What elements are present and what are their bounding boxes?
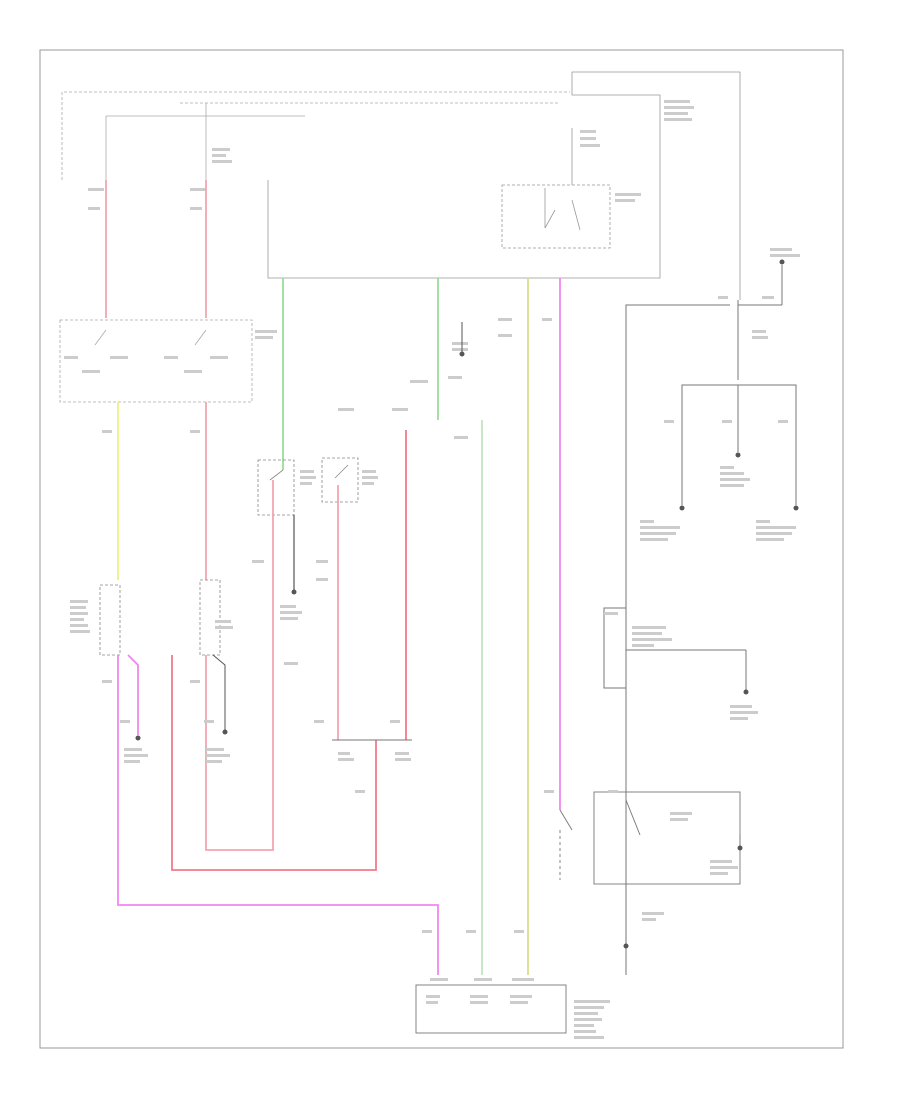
wire-violet-short — [127, 654, 139, 735]
top-module-outline — [61, 91, 570, 180]
diagram-border — [39, 49, 844, 1049]
brake-switch — [321, 457, 359, 503]
wire-red-bottom-loop — [171, 655, 377, 871]
battery-labels — [632, 626, 758, 720]
right-distribution — [625, 265, 797, 975]
clutch-switch — [257, 459, 295, 516]
wire-pink-bottom-loop — [205, 480, 274, 851]
right-ground-dots — [679, 259, 799, 511]
ignition-switch-box — [59, 319, 253, 403]
starter-relay — [559, 791, 741, 950]
starter-labels — [642, 812, 738, 921]
starter-motor-dot — [623, 943, 629, 949]
junction-labels — [338, 752, 411, 761]
wire-red-left — [105, 180, 207, 318]
mid-labels — [300, 342, 468, 485]
wire-pink-small — [212, 654, 226, 730]
battery-cable — [603, 607, 747, 690]
pcm-pins — [426, 978, 610, 1039]
battery-ground-dot — [743, 689, 749, 695]
pcm-module — [415, 984, 567, 1034]
starter-ground-dot — [737, 845, 743, 851]
ground-bottom-left — [135, 589, 297, 741]
relay-module-labels — [580, 100, 694, 202]
wire-violet-left — [117, 655, 439, 975]
ignition-switch-labels — [64, 330, 277, 373]
wire-color-labels — [102, 296, 788, 933]
brake-light-switch — [99, 579, 221, 656]
fuse-labels-top — [88, 148, 232, 210]
ground-labels-left — [124, 605, 302, 763]
relay-module-box — [267, 71, 741, 300]
bottom-left-labels — [70, 600, 233, 633]
right-labels — [640, 248, 800, 541]
ground-mid — [459, 322, 465, 357]
